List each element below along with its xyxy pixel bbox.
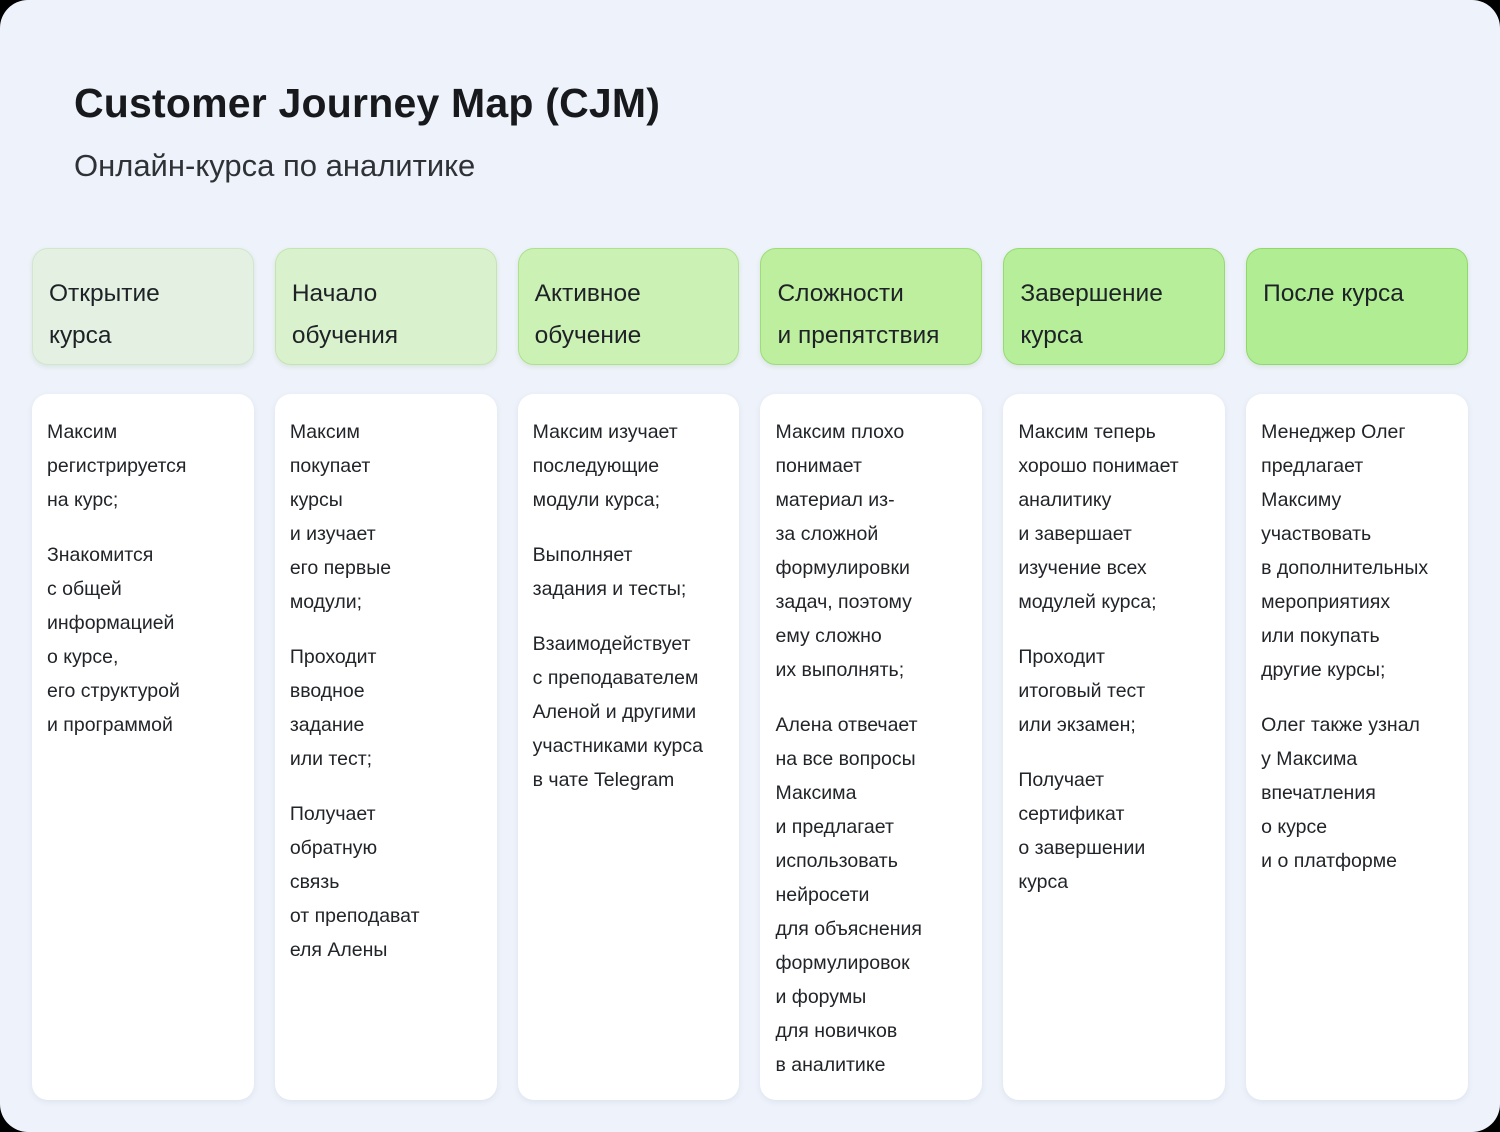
stage-column-active-learning: Активное обучение Максим изучает последу…	[517, 248, 740, 1100]
stage-header-course-completion: Завершение курса	[1003, 248, 1226, 365]
card-paragraph: Получает сертификат о завершении курса	[1018, 769, 1146, 893]
stage-card-learning-start: Максим покупает курсы и изучает его перв…	[274, 394, 497, 1100]
stage-header-after-course: После курса	[1246, 248, 1468, 365]
card-paragraph: Проходит итоговый тест или экзамен;	[1018, 646, 1146, 736]
card-paragraph: Олег также узнал у Максима впечатления о…	[1261, 714, 1420, 872]
card-paragraph: Выполняет задания и тесты;	[532, 544, 687, 600]
stage-column-course-completion: Завершение курса Максим теперь хорошо по…	[1003, 248, 1226, 1100]
stage-header-active-learning: Активное обучение	[517, 248, 740, 365]
card-paragraph: Взаимодействует с преподавателем Аленой …	[532, 633, 703, 791]
card-paragraph: Менеджер Олег предлагает Максиму участво…	[1261, 421, 1429, 681]
stage-column-course-discovery: Открытие курса Максим регистрируется на …	[32, 248, 254, 1100]
stages-row: Открытие курса Максим регистрируется на …	[32, 248, 1468, 1100]
card-paragraph: Максим изучает последующие модули курса;	[532, 421, 678, 511]
card-paragraph: Максим теперь хорошо понимает аналитику …	[1018, 421, 1179, 613]
stage-column-after-course: После курса Менеджер Олег предлагает Мак…	[1246, 248, 1468, 1100]
stage-header-course-discovery: Открытие курса	[32, 248, 254, 365]
page-title: Customer Journey Map (CJM)	[74, 80, 661, 126]
card-paragraph: Максим регистрируется на курс;	[47, 421, 187, 511]
card-paragraph: Максим плохо понимает материал из- за сл…	[775, 421, 912, 681]
stage-header-learning-start: Начало обучения	[274, 248, 497, 365]
stage-card-difficulties: Максим плохо понимает материал из- за сл…	[760, 394, 983, 1100]
stage-card-after-course: Менеджер Олег предлагает Максиму участво…	[1246, 394, 1468, 1100]
stage-column-learning-start: Начало обучения Максим покупает курсы и …	[274, 248, 497, 1100]
card-paragraph: Знакомится с общей информацией о курсе, …	[47, 544, 180, 736]
stage-card-active-learning: Максим изучает последующие модули курса;…	[517, 394, 740, 1100]
stage-column-difficulties: Сложности и препятствия Максим плохо пон…	[760, 248, 983, 1100]
stage-card-course-completion: Максим теперь хорошо понимает аналитику …	[1003, 394, 1226, 1100]
page-subtitle: Онлайн-курса по аналитике	[74, 148, 476, 183]
card-paragraph: Максим покупает курсы и изучает его перв…	[289, 421, 392, 613]
stage-header-difficulties: Сложности и препятствия	[760, 248, 983, 365]
card-paragraph: Получает обратную связь от преподават ел…	[289, 803, 420, 961]
board-header: Customer Journey Map (CJM) Онлайн-курса …	[32, 0, 1468, 184]
card-paragraph: Алена отвечает на все вопросы Максима и …	[775, 714, 922, 1076]
card-paragraph: Проходит вводное задание или тест;	[289, 646, 377, 770]
stage-card-course-discovery: Максим регистрируется на курс; Знакомится…	[32, 394, 254, 1100]
